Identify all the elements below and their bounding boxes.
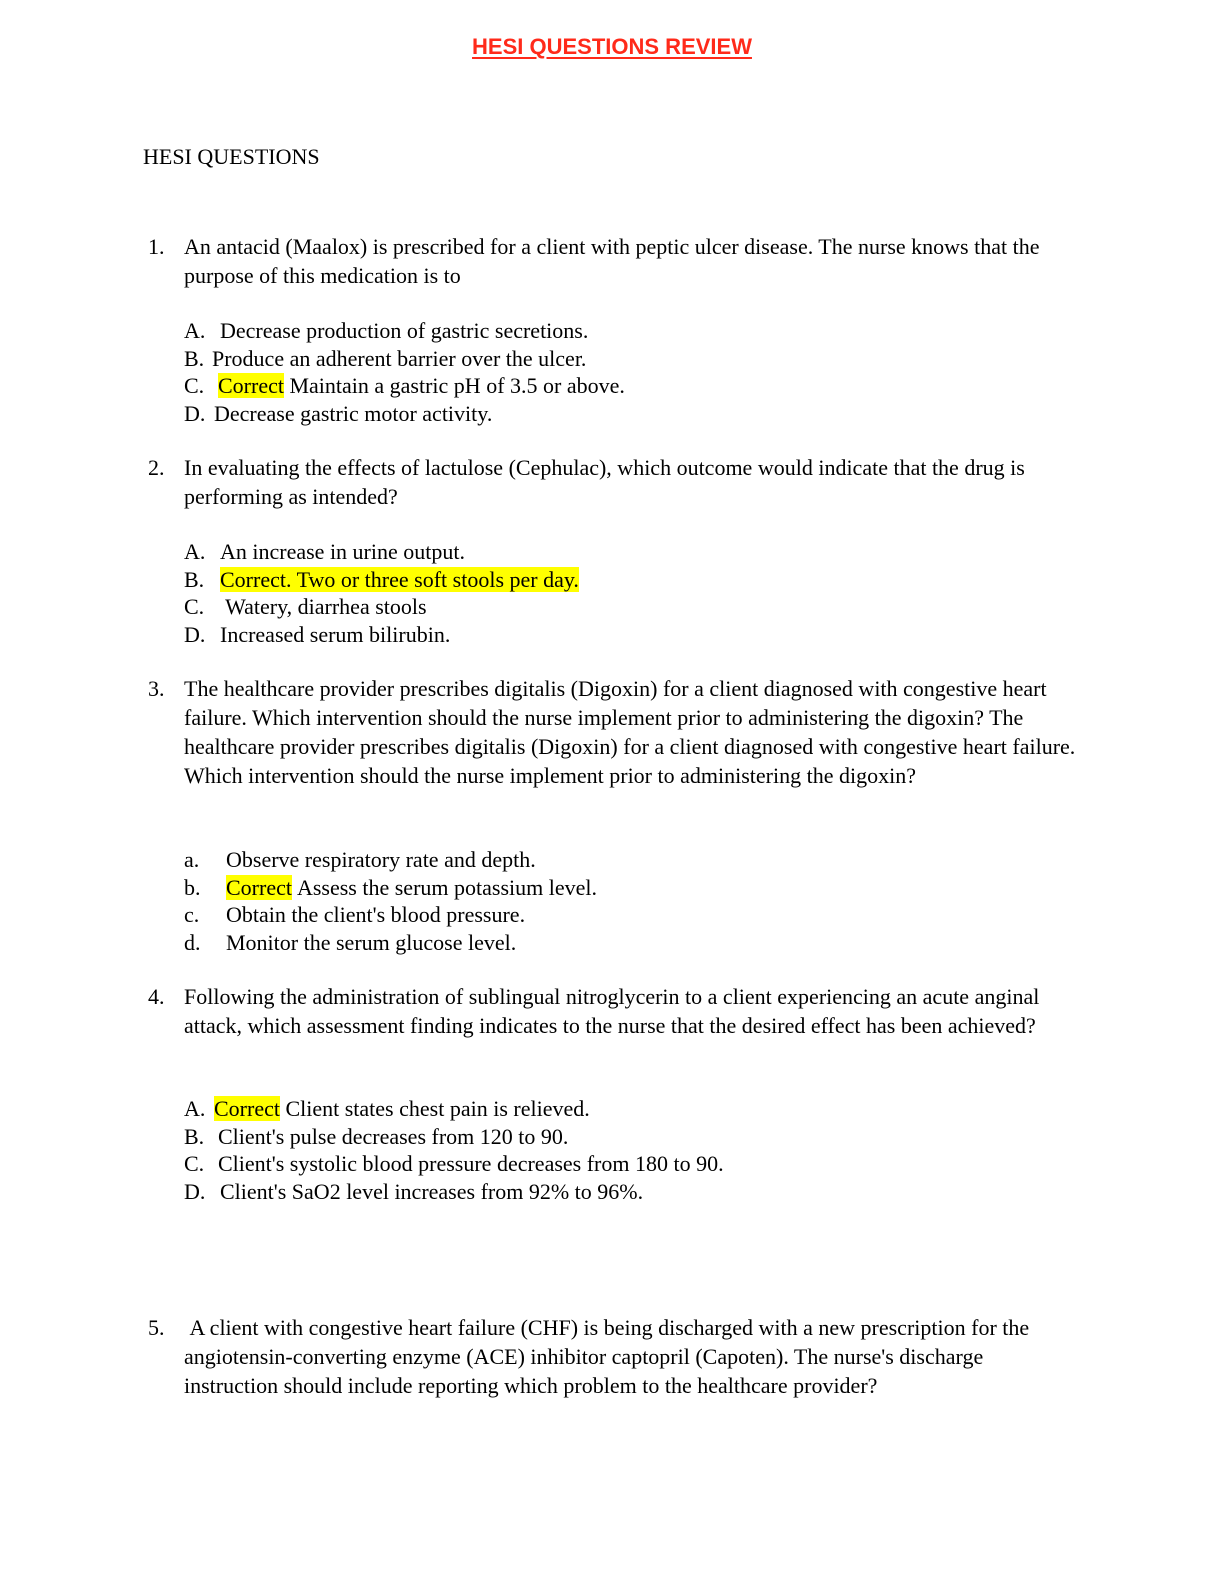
option-c: C.Correct Maintain a gastric pH of 3.5 o… — [184, 373, 625, 398]
question-4: 4. Following the administration of subli… — [148, 982, 1078, 1040]
option-b: B.Produce an adherent barrier over the u… — [184, 345, 587, 371]
question-number: 3. — [148, 676, 165, 701]
option-d: d.Monitor the serum glucose level. — [184, 929, 517, 955]
options-1: A.Decrease production of gastric secreti… — [184, 317, 1064, 427]
question-text: An antacid (Maalox) is prescribed for a … — [184, 234, 1040, 288]
question-5: 5. A client with congestive heart failur… — [148, 1313, 1078, 1400]
correct-highlight: Correct — [226, 874, 292, 900]
option-d: D.Decrease gastric motor activity. — [184, 400, 493, 426]
option-d: D.Client's SaO2 level increases from 92%… — [184, 1178, 644, 1204]
question-number: 5. — [148, 1315, 165, 1340]
question-2: 2. In evaluating the effects of lactulos… — [148, 453, 1078, 511]
option-c: c.Obtain the client's blood pressure. — [184, 902, 526, 927]
question-number: 4. — [148, 984, 165, 1009]
correct-highlight: Correct — [214, 1096, 280, 1121]
document-title: HESI QUESTIONS REVIEW — [472, 34, 752, 59]
option-a: A.Correct Client states chest pain is re… — [184, 1096, 590, 1121]
correct-highlight: Correct. Two or three soft stools per da… — [220, 566, 579, 592]
question-text: A client with congestive heart failure (… — [184, 1315, 1035, 1398]
question-3: 3. The healthcare provider prescribes di… — [148, 674, 1078, 790]
question-1: 1. An antacid (Maalox) is prescribed for… — [148, 232, 1078, 290]
option-d: D.Increased serum bilirubin. — [184, 621, 451, 647]
option-c: C.Client's systolic blood pressure decre… — [184, 1151, 724, 1176]
option-a: A.An increase in urine output. — [184, 539, 465, 564]
option-b: B.Correct. Two or three soft stools per … — [184, 566, 579, 592]
question-number: 2. — [148, 455, 165, 480]
question-number: 1. — [148, 234, 165, 259]
section-heading: HESI QUESTIONS — [143, 144, 320, 169]
option-b: B.Client's pulse decreases from 120 to 9… — [184, 1123, 569, 1149]
option-a: A.Decrease production of gastric secreti… — [184, 318, 589, 343]
question-text: Following the administration of sublingu… — [184, 984, 1040, 1038]
correct-highlight: Correct — [218, 373, 284, 398]
option-a: a.Observe respiratory rate and depth. — [184, 847, 536, 872]
question-text: In evaluating the effects of lactulose (… — [184, 455, 1025, 509]
question-text: The healthcare provider prescribes digit… — [184, 676, 1076, 788]
options-4: A.Correct Client states chest pain is re… — [184, 1095, 1064, 1205]
options-2: A.An increase in urine output. B.Correct… — [184, 538, 1064, 648]
option-c: C. Watery, diarrhea stools — [184, 594, 427, 619]
options-3: a.Observe respiratory rate and depth. b.… — [184, 846, 1064, 956]
